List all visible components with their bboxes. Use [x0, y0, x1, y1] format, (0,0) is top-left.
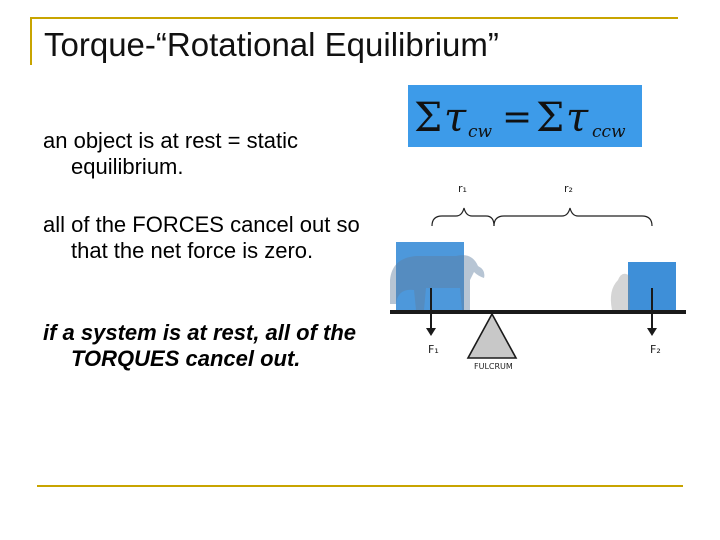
- formula-sigma-left: Σ: [414, 95, 442, 141]
- formula-tau-left: τ: [444, 95, 467, 141]
- formula-tau-right: τ: [566, 95, 589, 141]
- bullet-static-equilibrium: an object is at rest = static equilibriu…: [43, 128, 298, 179]
- title-rule-left: [30, 17, 32, 65]
- mouse-silhouette: [610, 273, 630, 310]
- formula-sigma-right: Σ: [536, 95, 564, 141]
- footer-rule: [37, 485, 683, 487]
- lever-diagram: r₁ r₂ FULCRUM F₁ F₂: [390, 182, 686, 371]
- formula-sub-cw: cw: [468, 122, 493, 142]
- bullet-torques-cancel: if a system is at rest, all of the TORQU…: [43, 320, 357, 371]
- elephant-silhouette: [390, 255, 485, 310]
- label-f1: F₁: [428, 343, 439, 356]
- fulcrum-triangle: [466, 312, 518, 359]
- torque-balance-formula: Σ τ cw = Σ τ ccw: [408, 85, 642, 147]
- label-r2: r₂: [564, 182, 573, 195]
- brace-r2: [493, 207, 653, 227]
- formula-sub-ccw: ccw: [592, 122, 626, 142]
- brace-r1: [431, 207, 495, 227]
- force-arrow-f2-head: [647, 328, 657, 336]
- force-arrow-f1-head: [426, 328, 436, 336]
- label-f2: F₂: [650, 343, 661, 356]
- label-r1: r₁: [458, 182, 467, 195]
- lever-bar: [390, 310, 686, 314]
- slide-title: Torque-“Rotational Equilibrium”: [44, 26, 499, 63]
- title-rule-top: [30, 17, 678, 19]
- label-fulcrum: FULCRUM: [474, 362, 513, 371]
- bullet-forces-cancel: all of the FORCES cancel out so that the…: [43, 212, 360, 263]
- formula-equals: =: [502, 97, 532, 138]
